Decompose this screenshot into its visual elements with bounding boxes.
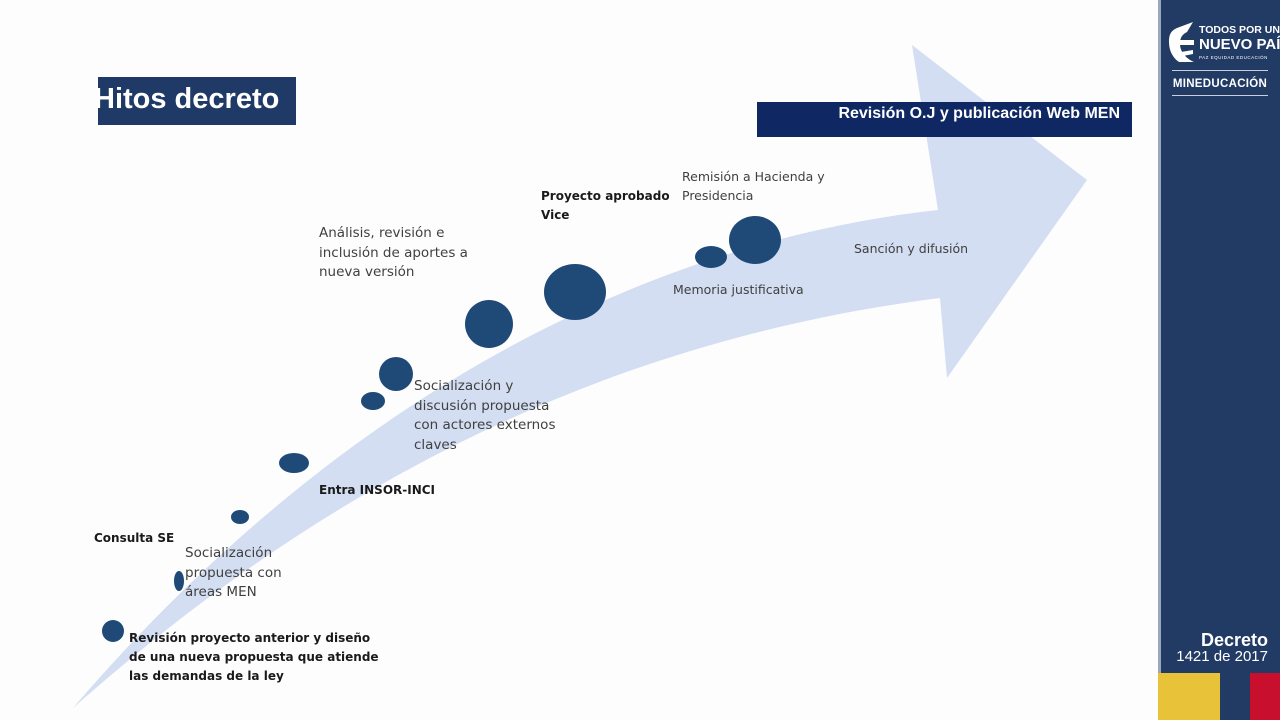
- milestone-dot: [465, 300, 513, 348]
- milestone-dot: [379, 357, 413, 391]
- logo-line-2: NUEVO PAÍS: [1199, 36, 1280, 53]
- milestone-dot: [695, 246, 727, 268]
- slide-title-box: Hitos decreto: [98, 77, 296, 125]
- stripe-red: [1250, 673, 1280, 720]
- milestone-dot: [279, 453, 309, 473]
- logo-line-3: PAZ EQUIDAD EDUCACIÓN: [1199, 55, 1268, 60]
- progress-arrow: [73, 45, 1087, 708]
- milestone-label: Sanción y difusión: [854, 241, 969, 256]
- decree-label: Decreto: [1200, 630, 1268, 650]
- milestone-dot: [102, 620, 124, 642]
- sidebar-divider-strip: [1158, 0, 1161, 720]
- stripe-blue: [1220, 673, 1250, 720]
- stage-label: Revisión O.J y publicación Web MEN: [838, 105, 1120, 122]
- milestone-label: Consulta SE: [94, 531, 175, 545]
- stage-label-box: Revisión O.J y publicación Web MEN: [757, 102, 1132, 137]
- ministry-rule-top: [1172, 70, 1268, 71]
- milestone-dot: [729, 216, 781, 264]
- milestone-dot: [361, 392, 385, 410]
- milestone-label: Memoria justificativa: [673, 282, 804, 297]
- milestone-dot: [231, 510, 249, 524]
- brand-sidebar: [1158, 0, 1280, 720]
- decree-number: 1421 de 2017: [1176, 648, 1268, 665]
- logo-emblem-icon: [1169, 22, 1194, 62]
- arrow-shape: [73, 45, 1087, 708]
- slide-title: Hitos decreto: [98, 83, 280, 115]
- milestone-label: Entra INSOR-INCI: [319, 483, 436, 497]
- ministry-rule-bottom: [1172, 95, 1268, 96]
- milestone-dot: [544, 264, 606, 320]
- ministry-name: MINEDUCACIÓN: [1172, 78, 1268, 90]
- milestone-dot: [174, 571, 184, 591]
- logo-line-1: TODOS POR UN: [1199, 24, 1280, 36]
- stripe-yellow: [1158, 673, 1220, 720]
